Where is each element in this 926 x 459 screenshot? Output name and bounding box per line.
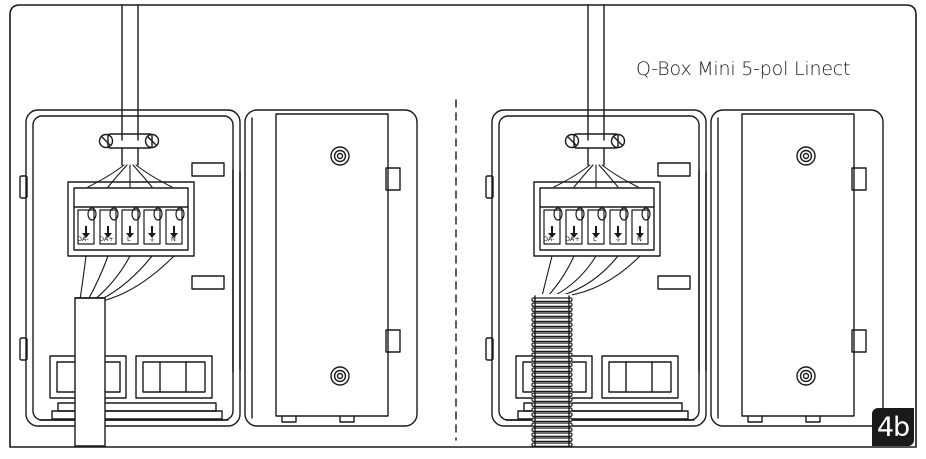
right-terminal-label-n: N <box>637 235 642 243</box>
left-terminal-label-l: L <box>127 235 131 243</box>
right-box-base <box>485 109 707 427</box>
conduit-rib <box>531 412 573 418</box>
left-terminal-label-earth: ⏚ <box>149 235 156 243</box>
conduit-rib <box>531 362 573 368</box>
right-terminal-label-l: L <box>593 235 597 243</box>
conduit-rib <box>531 392 573 398</box>
conduit-rib <box>531 377 573 383</box>
conduit-rib <box>531 342 573 348</box>
left-top-cable <box>98 4 160 166</box>
left-box-base <box>19 109 241 427</box>
conduit-rib <box>531 422 573 428</box>
left-top-wires <box>87 164 173 188</box>
conduit-rib <box>531 432 573 438</box>
left-bottom-wires <box>79 255 175 301</box>
conduit-rib <box>531 442 573 448</box>
conduit-rib <box>531 322 573 328</box>
conduit-rib <box>531 402 573 408</box>
conduit-rib <box>531 427 573 433</box>
conduit-rib <box>531 312 573 318</box>
page-number-badge: 4b <box>872 408 914 446</box>
right-corrugated-conduit <box>531 294 573 448</box>
conduit-rib <box>531 332 573 338</box>
conduit-rib <box>531 302 573 308</box>
conduit-rib <box>531 417 573 423</box>
left-installation-view: DA- DA+ L ⏚ N <box>19 4 418 447</box>
conduit-rib <box>531 347 573 353</box>
right-bottom-wires <box>541 255 641 297</box>
conduit-rib <box>531 387 573 393</box>
conduit-rib <box>531 297 573 303</box>
conduit-rib <box>531 367 573 373</box>
right-terminal-label-earth: ⏚ <box>615 235 622 243</box>
conduit-rib <box>531 407 573 413</box>
left-terminal-label-n: N <box>171 235 176 243</box>
conduit-rib <box>531 397 573 403</box>
conduit-rib <box>531 327 573 333</box>
conduit-rib <box>531 437 573 443</box>
right-installation-view: DA- DA+ L ⏚ N <box>485 4 884 448</box>
left-bottom-cable <box>74 297 106 447</box>
conduit-rib <box>531 372 573 378</box>
conduit-rib <box>531 317 573 323</box>
diagram-title: Q-Box Mini 5-pol Linect <box>636 58 851 80</box>
right-box-lid <box>710 109 884 427</box>
left-terminal-label-da-minus: DA- <box>77 235 89 243</box>
diagram-frame <box>9 4 917 448</box>
left-terminal-block: DA- DA+ L ⏚ N <box>67 181 195 257</box>
conduit-rib <box>531 357 573 363</box>
right-top-cable <box>564 4 626 166</box>
right-terminal-block: DA- DA+ L ⏚ N <box>533 181 661 257</box>
left-terminal-label-da-plus: DA+ <box>99 235 114 243</box>
conduit-rib <box>531 382 573 388</box>
left-box-lid <box>244 109 418 427</box>
conduit-rib <box>531 307 573 313</box>
right-top-wires <box>553 164 639 188</box>
conduit-rib <box>531 337 573 343</box>
conduit-rib <box>531 352 573 358</box>
right-terminal-label-da-minus: DA- <box>543 235 555 243</box>
right-terminal-label-da-plus: DA+ <box>565 235 580 243</box>
